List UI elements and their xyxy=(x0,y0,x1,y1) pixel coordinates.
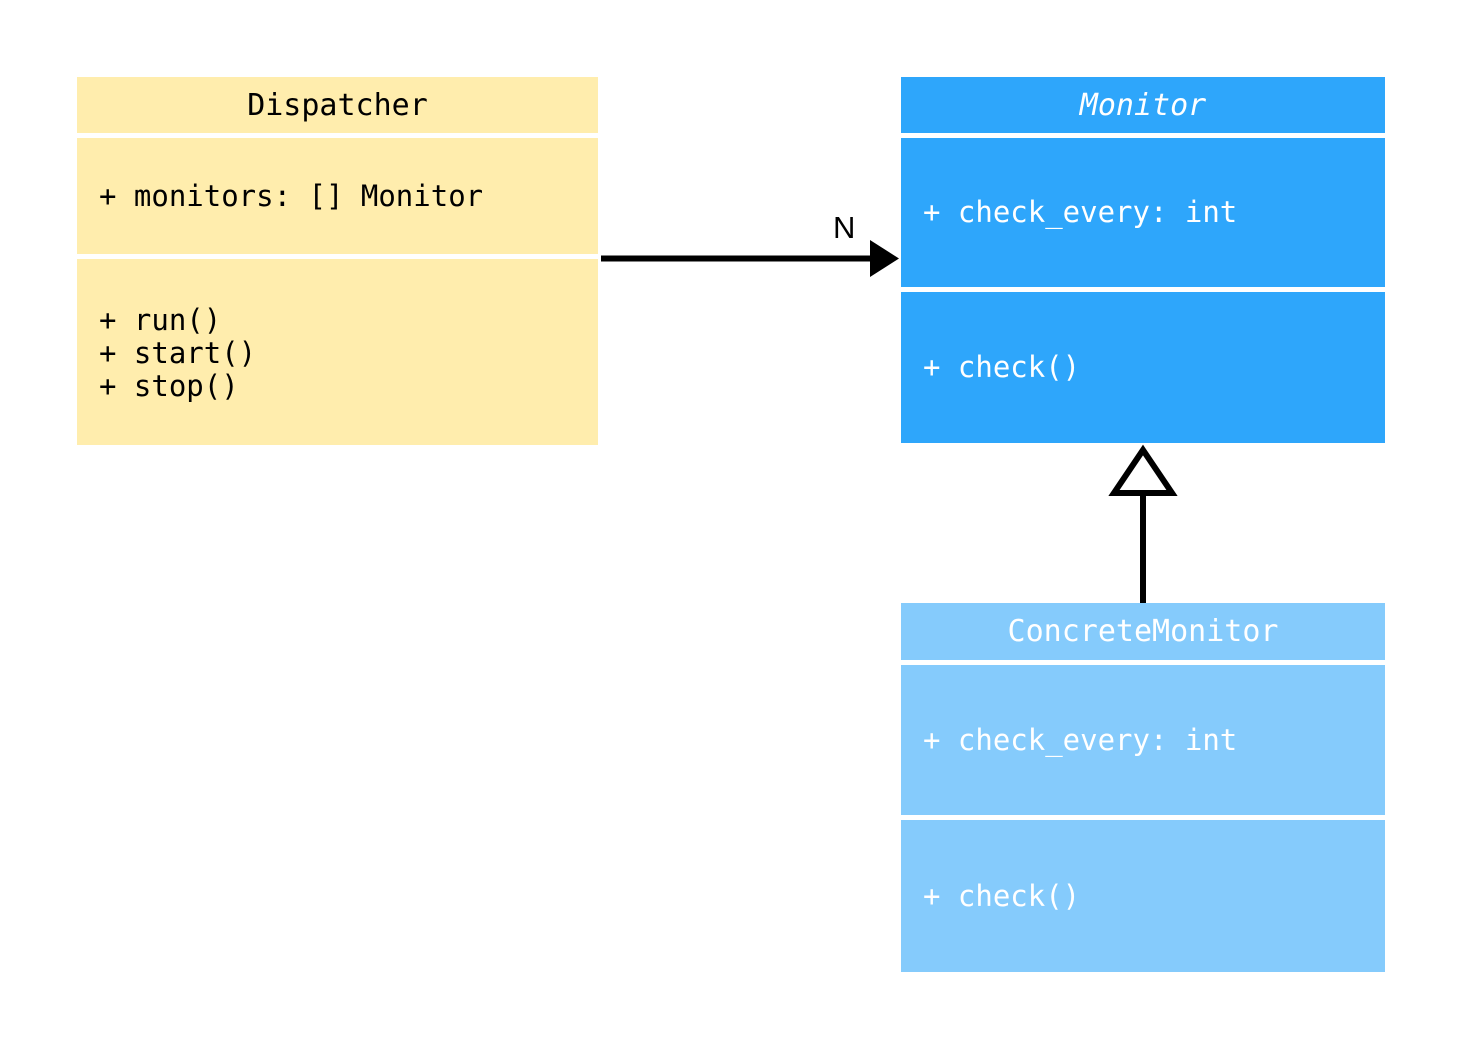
method-row: + start() xyxy=(99,336,257,370)
method-row: + stop() xyxy=(99,369,239,403)
class-methods-monitor: + check() xyxy=(901,292,1385,443)
uml-class-concrete-monitor[interactable]: ConcreteMonitor + check_every: int + che… xyxy=(901,603,1385,972)
class-title-dispatcher: Dispatcher xyxy=(77,77,598,133)
class-title-monitor: Monitor xyxy=(901,77,1385,133)
class-methods-dispatcher: + run() + start() + stop() xyxy=(77,259,598,445)
generalization-hollow-triangle-icon xyxy=(1108,444,1178,496)
attribute-row: + monitors: [] Monitor xyxy=(99,178,484,213)
association-multiplicity-label: N xyxy=(833,210,856,245)
method-row: + check() xyxy=(923,350,1081,384)
generalization-concrete-to-monitor xyxy=(1108,444,1178,603)
class-methods-concrete-monitor: + check() xyxy=(901,820,1385,972)
association-dispatcher-to-monitor xyxy=(601,240,899,277)
attribute-row: + check_every: int xyxy=(923,195,1238,229)
uml-class-monitor[interactable]: Monitor + check_every: int + check() xyxy=(901,77,1385,443)
class-attributes-concrete-monitor: + check_every: int xyxy=(901,665,1385,815)
method-row: + check() xyxy=(923,878,1081,913)
class-attributes-dispatcher: + monitors: [] Monitor xyxy=(77,138,598,254)
association-arrowhead-icon xyxy=(870,240,899,277)
uml-class-dispatcher[interactable]: Dispatcher + monitors: [] Monitor + run(… xyxy=(77,77,598,445)
attribute-row: + check_every: int xyxy=(923,722,1238,757)
class-title-concrete-monitor: ConcreteMonitor xyxy=(901,603,1385,660)
method-row: + run() xyxy=(99,303,222,337)
class-attributes-monitor: + check_every: int xyxy=(901,138,1385,287)
